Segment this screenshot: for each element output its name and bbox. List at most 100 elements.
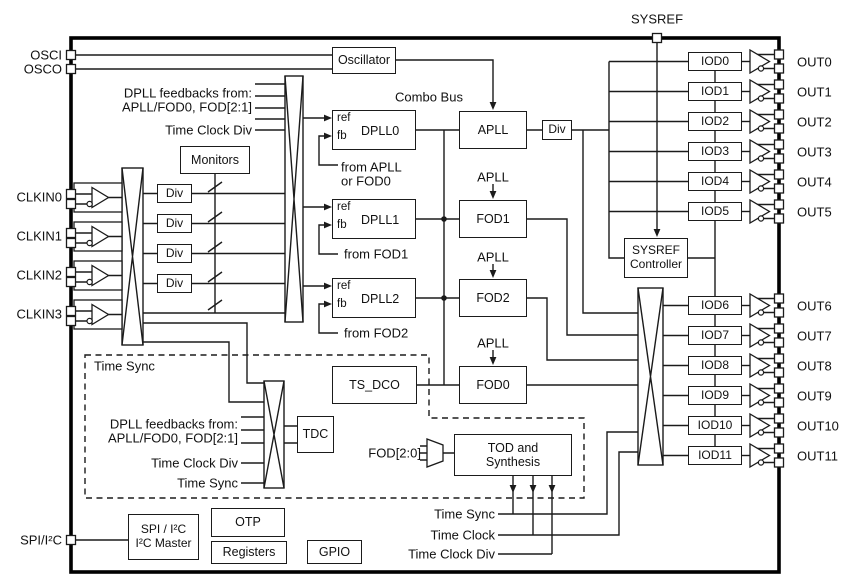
dpll0-block: ref fb DPLL0 [332, 110, 416, 150]
monitor-tap-slash-4 [207, 299, 223, 311]
iod0-block: IOD0 [688, 52, 742, 71]
clkin1-pin-n [65, 237, 77, 249]
out0-buffer-bubble [757, 65, 765, 72]
spi-block: SPI / I²C I²C Master [128, 514, 199, 560]
tod-line2: Synthesis [485, 455, 541, 469]
ts-mux-ticks [241, 416, 264, 484]
dpll-fb-stubs [318, 135, 338, 334]
out8-pin-p [773, 353, 785, 364]
clkin0-buffer-bubble [86, 200, 93, 208]
out1-pin-n [773, 93, 785, 104]
out8-label: OUT8 [797, 358, 832, 373]
clkin2-pin-p [65, 266, 77, 278]
out4-pin-p [773, 169, 785, 180]
apll-div-block: Div [542, 120, 572, 140]
fod1-block: FOD1 [459, 200, 527, 238]
dpll1-name: DPLL1 [361, 212, 400, 227]
iod2-block: IOD2 [688, 112, 742, 131]
dpll0-name: DPLL0 [361, 123, 400, 138]
fod-bus-mux-icon [426, 438, 444, 468]
sysref-controller-block: SYSREF Controller [624, 238, 688, 278]
iod-bus [608, 61, 624, 259]
osci-pin-label: OSCI [30, 47, 62, 63]
monitor-tap-slash-1 [207, 211, 223, 223]
clkin-div1-block: Div [157, 214, 192, 233]
arrowhead-right [324, 282, 332, 290]
monitor-tap-slash-3 [207, 271, 223, 283]
junction-dot [441, 295, 447, 301]
clkin3-buffer-bubble [86, 317, 93, 325]
arrowhead-right [324, 203, 332, 211]
out9-pin-p [773, 383, 785, 394]
out2-label: OUT2 [797, 114, 832, 129]
from-fod2-label: from FOD2 [344, 325, 409, 341]
ts-mux-to-tdc [284, 425, 297, 444]
arrowhead-right [324, 132, 332, 140]
sysref-controller-line1: SYSREF [631, 243, 680, 258]
iod-mux-cross [637, 287, 664, 466]
dpll2-block: ref fb DPLL2 [332, 278, 416, 318]
dpll0-fb-label: fb [337, 130, 347, 142]
dpll-outputs [416, 129, 459, 299]
monitor-tap-slash-2 [207, 241, 223, 253]
out10-label: OUT10 [797, 418, 839, 433]
apll-feed-label-2: APLL [477, 249, 509, 265]
arrowhead-down [489, 102, 497, 110]
dpll2-ref-label: ref [337, 280, 351, 292]
out10-pin-p [773, 413, 785, 424]
arrowhead-down [509, 485, 517, 493]
out11-pin-n [773, 457, 785, 468]
out4-label: OUT4 [797, 174, 832, 189]
time-sync-route [498, 431, 638, 515]
clkin3-pin-n [65, 315, 77, 327]
dpll-feedback-ticks [255, 83, 285, 120]
time-sync-signal-label: Time Sync [434, 506, 495, 522]
clkin2-pin-n [65, 276, 77, 288]
clkin0-buffer-icon [91, 186, 110, 209]
ts-dco-block: TS_DCO [332, 366, 417, 404]
clkin3-pin-label: CLKIN3 [16, 306, 62, 322]
fod2-block: FOD2 [459, 279, 527, 317]
spi-pin-label: SPI/I²C [20, 532, 62, 548]
arrowhead-down [489, 270, 497, 278]
out10-pin-n [773, 427, 785, 438]
combo-bus-label: Combo Bus [395, 89, 463, 105]
apll-div-branch [582, 130, 638, 314]
out1-buffer-bubble [757, 95, 765, 102]
arrowhead-down [489, 357, 497, 365]
from-apll-label-2: or FOD0 [341, 173, 391, 189]
out0-pin-n [773, 63, 785, 74]
out5-buffer-bubble [757, 215, 765, 222]
ts-time-clock-div-label: Time Clock Div [151, 455, 238, 471]
spi-line2: I²C Master [135, 536, 192, 550]
clkin-mux-to-timesync [143, 322, 264, 403]
iod4-block: IOD4 [688, 172, 742, 191]
out9-pin-n [773, 397, 785, 408]
dpll1-ref-label: ref [337, 201, 351, 213]
clkin2-pin-label: CLKIN2 [16, 267, 62, 283]
clkin2-buffer-icon [91, 264, 110, 287]
dpll-feedbacks-label-1: DPLL feedbacks from: [123, 85, 252, 101]
time-clock-div-signal-label: Time Clock Div [408, 546, 495, 562]
tdc-block: TDC [297, 416, 334, 453]
time-clock-div-label-top: Time Clock Div [165, 122, 252, 138]
out3-pin-n [773, 153, 785, 164]
iod10-block: IOD10 [688, 416, 742, 435]
out6-label: OUT6 [797, 298, 832, 313]
out11-buffer-bubble [757, 459, 765, 466]
fod-bus-ticks [420, 445, 454, 461]
arrowhead-down [548, 485, 556, 493]
out0-label: OUT0 [797, 54, 832, 69]
timesync-mux-cross [263, 380, 285, 489]
ref-mux-to-dpll-ref [303, 117, 325, 287]
iod7-block: IOD7 [688, 326, 742, 345]
clkin-div2-block: Div [157, 244, 192, 263]
clkin-div3-block: Div [157, 274, 192, 293]
fod-bus-label: FOD[2:0] [368, 445, 421, 461]
dpll1-fb-label: fb [337, 219, 347, 231]
iod6-block: IOD6 [688, 296, 742, 315]
apll-block: APLL [459, 111, 527, 149]
clkin-div0-block: Div [157, 184, 192, 203]
arrowhead-right [324, 114, 332, 122]
